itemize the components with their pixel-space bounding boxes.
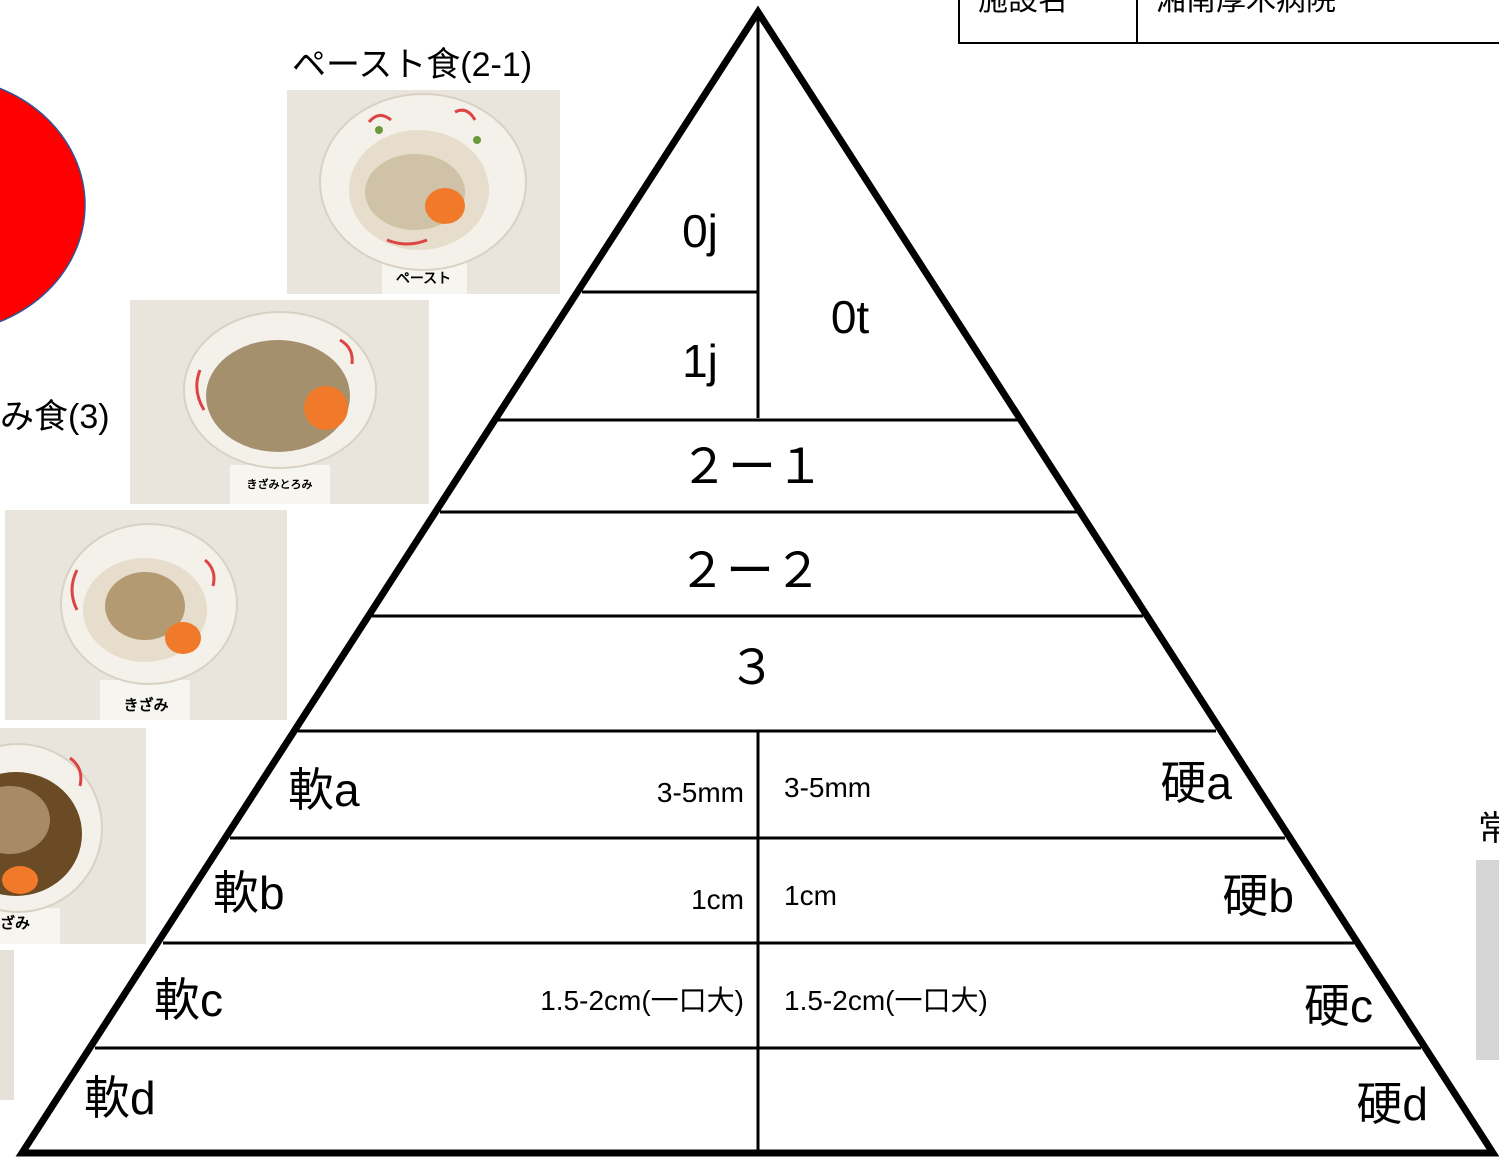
- label-0t: 0t: [831, 291, 870, 343]
- size-c-right: 1.5-2cm(一口大): [784, 985, 988, 1016]
- size-b-left: 1cm: [691, 884, 744, 915]
- facility-label: 施設名: [978, 0, 1068, 17]
- label-soft-b: 軟b: [213, 867, 285, 919]
- kizami-plate-label: きざみ: [123, 697, 169, 714]
- label-3: ３: [728, 642, 776, 695]
- facility-name: 湘南厚木病院: [1156, 0, 1336, 17]
- paste-bowl-illustration: [287, 90, 560, 294]
- kizami-ankake-plate-label: ざみ: [0, 915, 31, 932]
- label-hard-b: 硬b: [1222, 870, 1294, 922]
- red-circle-marker: [0, 87, 86, 323]
- facility-table: 施設名 湘南厚木病院: [958, 0, 1499, 44]
- label-hard-c: 硬c: [1304, 980, 1373, 1032]
- kizami-toromi-diet-caption: み食(3): [0, 398, 110, 436]
- paste-plate-label: ペースト: [395, 270, 452, 286]
- label-soft-d: 軟d: [84, 1072, 156, 1124]
- facility-table-divider: [1136, 0, 1138, 42]
- partial-photo-left: [0, 950, 14, 1100]
- label-hard-a: 硬a: [1160, 757, 1232, 809]
- label-0j: 0j: [682, 205, 718, 257]
- kizami-bowl-illustration: [5, 510, 287, 720]
- label-2-1: ２ー１: [680, 441, 824, 494]
- size-b-right: 1cm: [784, 880, 837, 911]
- label-1j: 1j: [682, 335, 718, 387]
- size-c-left: 1.5-2cm(一口大): [540, 985, 744, 1016]
- red-circle-shape: [0, 87, 86, 323]
- regular-diet-photo: [1476, 860, 1499, 1060]
- paste-diet-photo: ペースト: [287, 90, 560, 294]
- label-2-2: ２ー２: [678, 545, 822, 598]
- kizami-diet-photo: きざみ: [5, 510, 287, 720]
- kizami-toromi-bowl-illustration: [130, 300, 429, 504]
- size-a-left: 3-5mm: [657, 777, 744, 808]
- regular-diet-caption: 常: [1478, 810, 1499, 848]
- label-soft-c: 軟c: [154, 974, 223, 1026]
- kizami-toromi-diet-photo: きざみとろみ: [130, 300, 429, 504]
- size-a-right: 3-5mm: [784, 772, 871, 803]
- kizami-toromi-plate-label: きざみとろみ: [246, 479, 313, 491]
- kizami-ankake-diet-photo: ざみ: [0, 728, 146, 944]
- paste-diet-caption: ペースト食(2-1): [292, 46, 533, 84]
- label-hard-d: 硬d: [1356, 1078, 1428, 1130]
- kizami-ankake-bowl-illustration: [0, 728, 146, 944]
- label-soft-a: 軟a: [288, 764, 360, 816]
